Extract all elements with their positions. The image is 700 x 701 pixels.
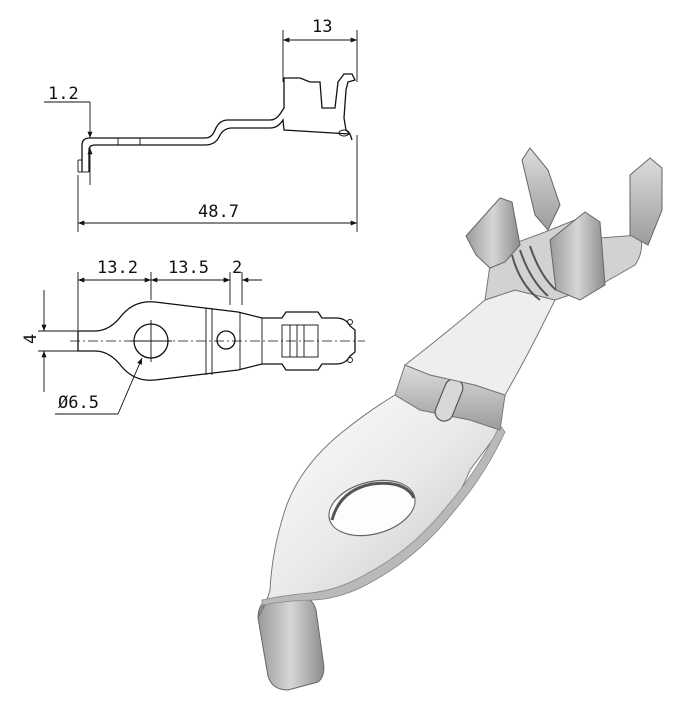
dimension-chain-top: 13.2 13.5 2 xyxy=(77,258,262,330)
top-outline xyxy=(70,301,365,381)
side-view: 13 1.2 48.7 xyxy=(44,17,358,232)
dimension-hole-diameter: Ø6.5 xyxy=(55,357,143,415)
dim-label-13: 13 xyxy=(312,17,332,37)
dim-label-48-7: 48.7 xyxy=(198,202,239,222)
dim-label-13-2: 13.2 xyxy=(97,258,138,278)
dimension-neck-width: 4 xyxy=(21,290,80,392)
dim-label-diameter: Ø6.5 xyxy=(58,393,99,413)
bent-tab xyxy=(257,597,325,691)
dimension-crimp-length: 13 xyxy=(282,17,358,82)
wing-rear-right xyxy=(629,157,663,246)
dim-label-2: 2 xyxy=(232,258,242,278)
dimension-overall-length: 48.7 xyxy=(77,135,358,232)
dim-label-13-5: 13.5 xyxy=(168,258,209,278)
wing-front-right xyxy=(549,211,606,301)
dim-label-1-2: 1.2 xyxy=(48,84,79,104)
wing-rear-left xyxy=(521,147,561,231)
wing-front-left xyxy=(465,197,521,269)
top-view: 13.2 13.5 2 4 xyxy=(21,258,365,415)
side-profile xyxy=(77,73,356,173)
dimension-thickness: 1.2 xyxy=(44,84,93,185)
dim-label-4: 4 xyxy=(21,334,41,344)
isometric-render xyxy=(257,147,663,691)
